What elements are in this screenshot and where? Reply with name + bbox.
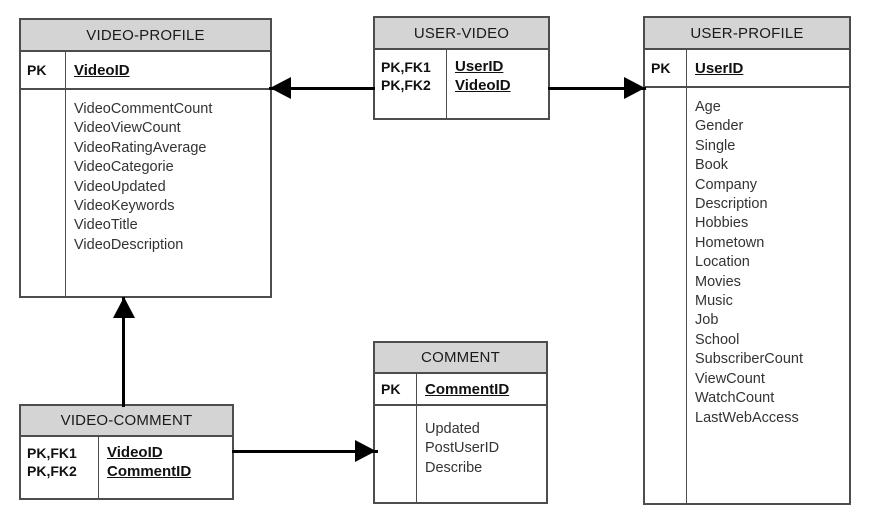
relationship-line-uservideo-userprofile xyxy=(548,87,646,90)
entity-title-video-comment: VIDEO-COMMENT xyxy=(21,406,232,437)
attribute-list-video-profile: VideoCommentCount VideoViewCount VideoRa… xyxy=(66,90,270,296)
attribute-item: Music xyxy=(695,293,733,310)
key-name-column-user-profile: UserID xyxy=(687,50,849,86)
entity-title-user-video: USER-VIDEO xyxy=(375,18,548,50)
attribute-item: WatchCount xyxy=(695,390,775,407)
entity-video-profile[interactable]: VIDEO-PROFILE PK VideoID VideoCommentCou… xyxy=(19,18,272,298)
attribute-item: LastWebAccess xyxy=(695,409,799,426)
relationship-arrowhead-videoprofile-bottom xyxy=(113,297,135,318)
attribute-item: Hometown xyxy=(695,234,765,251)
key-name: VideoID xyxy=(107,444,163,461)
attribute-item: VideoCommentCount xyxy=(74,101,213,117)
attribute-item: VideoKeywords xyxy=(74,198,175,215)
attribute-item: Location xyxy=(695,254,750,271)
key-tag: PK,FK1 xyxy=(381,59,431,75)
key-name-column-comment: CommentID xyxy=(417,374,546,404)
attribute-item: Book xyxy=(695,157,729,174)
attribute-item: ViewCount xyxy=(695,370,765,387)
key-tag-column-user-profile: PK xyxy=(645,50,687,86)
attribute-item: VideoViewCount xyxy=(74,120,181,137)
attribute-tag-column-user-profile xyxy=(645,88,687,503)
key-tag: PK,FK2 xyxy=(381,77,431,93)
key-name-column-video-comment: VideoID CommentID xyxy=(99,437,232,498)
attribute-item: Single xyxy=(695,137,736,154)
attribute-item: VideoCategorie xyxy=(74,159,174,176)
attribute-item: VideoRatingAverage xyxy=(74,139,207,156)
attribute-item: SubscriberCount xyxy=(695,351,803,368)
key-row-comment: PK CommentID xyxy=(375,374,546,406)
key-name: CommentID xyxy=(107,463,192,480)
entity-video-comment[interactable]: VIDEO-COMMENT PK,FK1 PK,FK2 VideoID Comm… xyxy=(19,404,234,500)
attribute-item: PostUserID xyxy=(425,440,500,457)
key-name-column-video-profile: VideoID xyxy=(66,52,270,88)
key-row-video-comment: PK,FK1 PK,FK2 VideoID CommentID xyxy=(21,437,232,498)
key-name: VideoID xyxy=(455,77,511,94)
key-tag: PK xyxy=(651,60,671,76)
key-tag-column-video-comment: PK,FK1 PK,FK2 xyxy=(21,437,99,498)
attribute-list-user-profile: Age Gender Single Book Company Descripti… xyxy=(687,88,849,503)
key-tag: PK,FK1 xyxy=(27,445,77,461)
key-name: UserID xyxy=(695,59,744,77)
key-tag-column-user-video: PK,FK1 PK,FK2 xyxy=(375,50,447,118)
key-tag-column-comment: PK xyxy=(375,374,417,404)
attribute-item: School xyxy=(695,331,740,348)
relationship-arrowhead-videoprofile xyxy=(270,77,291,99)
relationship-line-videocomment-comment xyxy=(232,450,378,453)
attribute-row-video-profile: VideoCommentCount VideoViewCount VideoRa… xyxy=(21,90,270,296)
spacer xyxy=(425,406,546,420)
key-row-user-profile: PK UserID xyxy=(645,50,849,88)
entity-comment[interactable]: COMMENT PK CommentID Updated PostUserID … xyxy=(373,341,548,504)
key-name: CommentID xyxy=(425,380,510,398)
attribute-tag-column-comment xyxy=(375,406,417,502)
attribute-item: Describe xyxy=(425,459,483,476)
attribute-item: Description xyxy=(695,196,768,213)
attribute-item: Company xyxy=(695,176,758,193)
attribute-item: VideoDescription xyxy=(74,236,184,253)
spacer xyxy=(74,90,270,100)
entity-title-comment: COMMENT xyxy=(375,343,546,374)
key-name-column-user-video: UserID VideoID xyxy=(447,50,548,118)
key-tag: PK xyxy=(381,381,401,397)
attribute-item: Movies xyxy=(695,273,741,290)
attribute-item: VideoTitle xyxy=(74,217,138,234)
attribute-row-comment: Updated PostUserID Describe xyxy=(375,406,546,502)
attribute-item: Updated xyxy=(425,421,480,437)
key-name: VideoID xyxy=(74,61,130,79)
entity-title-user-profile: USER-PROFILE xyxy=(645,18,849,50)
key-row-video-profile: PK VideoID xyxy=(21,52,270,90)
relationship-arrowhead-comment xyxy=(355,440,376,462)
key-row-user-video: PK,FK1 PK,FK2 UserID VideoID xyxy=(375,50,548,118)
key-tag: PK xyxy=(27,62,47,78)
attribute-item: VideoUpdated xyxy=(74,178,166,195)
attribute-item: Age xyxy=(695,99,721,115)
attribute-list-comment: Updated PostUserID Describe xyxy=(417,406,546,502)
relationship-arrowhead-userprofile xyxy=(624,77,645,99)
key-tag-column-video-profile: PK xyxy=(21,52,66,88)
entity-title-video-profile: VIDEO-PROFILE xyxy=(21,20,270,52)
key-name: UserID xyxy=(455,58,504,75)
spacer xyxy=(695,88,849,98)
attribute-item: Hobbies xyxy=(695,215,749,232)
entity-user-profile[interactable]: USER-PROFILE PK UserID Age Gender Single… xyxy=(643,16,851,505)
attribute-tag-column-video-profile xyxy=(21,90,66,296)
attribute-row-user-profile: Age Gender Single Book Company Descripti… xyxy=(645,88,849,503)
attribute-item: Gender xyxy=(695,118,744,135)
relationship-line-uservideo-videoprofile xyxy=(269,87,375,90)
relationship-line-videocomment-videoprofile xyxy=(122,297,125,407)
entity-user-video[interactable]: USER-VIDEO PK,FK1 PK,FK2 UserID VideoID xyxy=(373,16,550,120)
attribute-item: Job xyxy=(695,312,719,329)
key-tag: PK,FK2 xyxy=(27,463,77,479)
